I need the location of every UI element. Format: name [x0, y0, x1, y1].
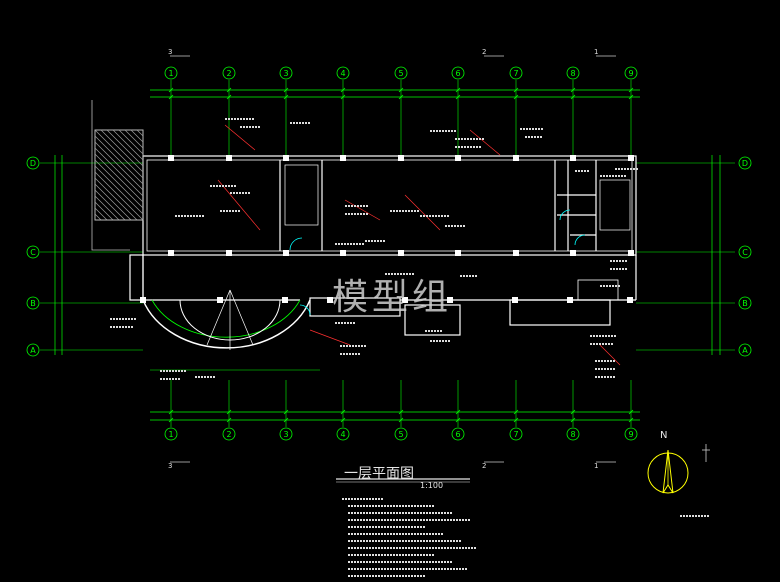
axis-bubble-C	[738, 245, 752, 259]
axis-bubble-4	[336, 427, 350, 441]
curved-wall	[142, 289, 320, 371]
axis-label-7: 7	[513, 430, 518, 439]
building-walls	[129, 155, 637, 336]
axis-bubble-2	[222, 427, 236, 441]
general-notes	[342, 498, 476, 577]
axis-label-B: B	[30, 299, 36, 308]
left-outline	[91, 100, 130, 251]
axis-label-9: 9	[628, 69, 633, 78]
axis-label-C: C	[742, 248, 748, 257]
axis-label-A: A	[30, 346, 36, 355]
axis-bubble-1	[164, 427, 178, 441]
axis-bubble-B	[26, 296, 40, 310]
axis-bubble-4	[336, 66, 350, 80]
axis-bubble-3	[279, 427, 293, 441]
axis-bubble-3	[279, 66, 293, 80]
doors	[289, 209, 586, 316]
axis-label-6: 6	[455, 430, 460, 439]
axis-label-B: B	[742, 299, 748, 308]
axis-bubble-A	[738, 343, 752, 357]
axis-label-3: 3	[283, 430, 288, 439]
axis-label-4: 4	[340, 430, 345, 439]
axis-label-5: 5	[398, 430, 403, 439]
annotation-text-marks	[110, 118, 709, 517]
axis-label-7: 7	[513, 69, 518, 78]
axis-bubble-9	[624, 427, 638, 441]
section-mark-top: 2	[482, 48, 486, 56]
north-arrow	[647, 444, 710, 494]
axis-bubble-5	[394, 427, 408, 441]
axis-bubble-6	[451, 427, 465, 441]
axis-label-8: 8	[570, 430, 575, 439]
axis-label-1: 1	[168, 69, 173, 78]
plan-title: 一层平面图	[344, 466, 414, 482]
axis-bubble-8	[566, 427, 580, 441]
axis-bubble-8	[566, 66, 580, 80]
section-mark-top: 3	[168, 48, 172, 56]
section-mark-bottom: 2	[482, 462, 486, 470]
axis-bubble-B	[738, 296, 752, 310]
axis-bubble-1	[164, 66, 178, 80]
axis-bubble-5	[394, 66, 408, 80]
section-mark-top: 1	[594, 48, 598, 56]
structural-columns	[140, 155, 634, 303]
axis-bubble-7	[509, 427, 523, 441]
axis-bubble-D	[26, 156, 40, 170]
axis-bubble-2	[222, 66, 236, 80]
axis-label-4: 4	[340, 69, 345, 78]
axis-bubble-A	[26, 343, 40, 357]
axis-bubble-6	[451, 66, 465, 80]
annotations-red	[217, 124, 621, 366]
axis-label-D: D	[742, 159, 748, 168]
section-mark-bottom: 3	[168, 462, 172, 470]
plan-scale: 1:100	[420, 481, 444, 490]
axis-label-C: C	[30, 248, 36, 257]
watermark: 模型组	[332, 277, 453, 318]
axis-label-9: 9	[628, 430, 633, 439]
axis-label-D: D	[30, 159, 36, 168]
north-label: N	[660, 430, 668, 441]
axis-label-3: 3	[283, 69, 288, 78]
axis-label-2: 2	[226, 430, 231, 439]
axis-bubble-7	[509, 66, 523, 80]
axis-label-6: 6	[455, 69, 460, 78]
hatched-block	[94, 129, 144, 221]
axis-bubble-C	[26, 245, 40, 259]
axis-label-1: 1	[168, 430, 173, 439]
axis-bubble-9	[624, 66, 638, 80]
axis-label-A: A	[742, 346, 748, 355]
axis-bubble-D	[738, 156, 752, 170]
axis-label-8: 8	[570, 69, 575, 78]
axis-label-5: 5	[398, 69, 403, 78]
section-mark-bottom: 1	[594, 462, 598, 470]
axis-label-2: 2	[226, 69, 231, 78]
